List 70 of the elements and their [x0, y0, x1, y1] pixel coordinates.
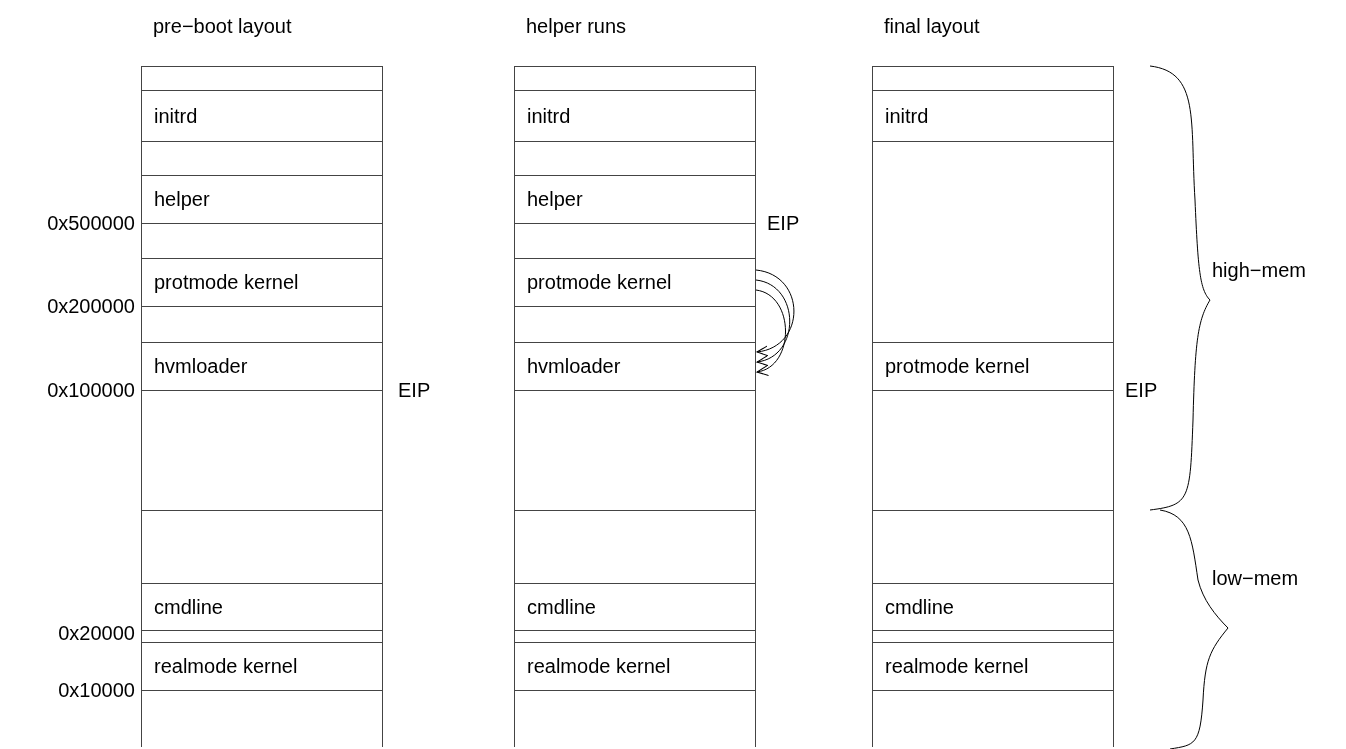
column-heading: final layout — [884, 15, 980, 38]
empty-region — [141, 391, 383, 511]
memory-region — [514, 643, 756, 691]
empty-region — [514, 391, 756, 511]
memory-region — [514, 176, 756, 224]
region-label: high−mem — [1212, 258, 1306, 282]
empty-region — [514, 511, 756, 584]
curved-arrow — [755, 269, 795, 355]
memory-region — [141, 343, 383, 391]
empty-region — [141, 307, 383, 343]
region-label: low−mem — [1212, 566, 1299, 590]
region-label: protmode kernel — [884, 355, 1030, 378]
address-label: 0x500000 — [47, 211, 135, 235]
memory-region — [514, 584, 756, 631]
memory-region — [514, 91, 756, 142]
region-label: helper — [153, 188, 210, 211]
address-label: 0x200000 — [47, 294, 135, 318]
region-label: helper — [526, 188, 583, 211]
empty-region — [514, 142, 756, 176]
empty-region — [141, 67, 383, 91]
memory-region — [141, 176, 383, 224]
empty-region — [872, 631, 1114, 643]
empty-region — [514, 631, 756, 643]
empty-region — [514, 224, 756, 259]
region-label: initrd — [526, 104, 571, 128]
memory-region — [141, 259, 383, 307]
memory-region — [872, 584, 1114, 631]
region-label: hvmloader — [153, 355, 248, 378]
region-label: initrd — [153, 104, 198, 128]
region-label: realmode kernel — [153, 655, 298, 678]
empty-region — [514, 67, 756, 91]
address-label: 0x20000 — [58, 621, 135, 645]
empty-region — [141, 691, 383, 747]
address-label: 0x10000 — [58, 678, 135, 702]
memory-region — [872, 91, 1114, 142]
memory-region — [872, 643, 1114, 691]
empty-region — [141, 142, 383, 176]
memory-region — [141, 584, 383, 631]
region-label: cmdline — [526, 595, 596, 619]
empty-region — [141, 224, 383, 259]
empty-region — [872, 691, 1114, 747]
address-label: 0x100000 — [47, 378, 135, 402]
instruction-pointer-label: EIP — [398, 378, 431, 402]
column-heading: pre−boot layout — [153, 15, 292, 38]
memory-region — [141, 643, 383, 691]
empty-region — [872, 142, 1114, 343]
empty-region — [872, 391, 1114, 511]
curved-arrow — [755, 289, 787, 375]
memory-region — [141, 91, 383, 142]
empty-region — [141, 511, 383, 584]
empty-region — [514, 307, 756, 343]
curved-arrow — [755, 279, 791, 365]
memory-region — [872, 343, 1114, 391]
region-label: initrd — [884, 104, 929, 128]
region-label: protmode kernel — [526, 271, 672, 294]
region-label: cmdline — [884, 595, 954, 619]
instruction-pointer-label: EIP — [767, 211, 800, 235]
memory-region — [514, 259, 756, 307]
column-heading: helper runs — [526, 15, 627, 38]
empty-region — [514, 691, 756, 747]
region-label: hvmloader — [526, 355, 621, 378]
empty-region — [141, 631, 383, 643]
region-label: protmode kernel — [153, 271, 299, 294]
empty-region — [872, 67, 1114, 91]
empty-region — [872, 511, 1114, 584]
instruction-pointer-label: EIP — [1125, 378, 1158, 402]
memory-region — [514, 343, 756, 391]
region-label: cmdline — [153, 595, 223, 619]
region-label: realmode kernel — [526, 655, 671, 678]
region-label: realmode kernel — [884, 655, 1029, 678]
